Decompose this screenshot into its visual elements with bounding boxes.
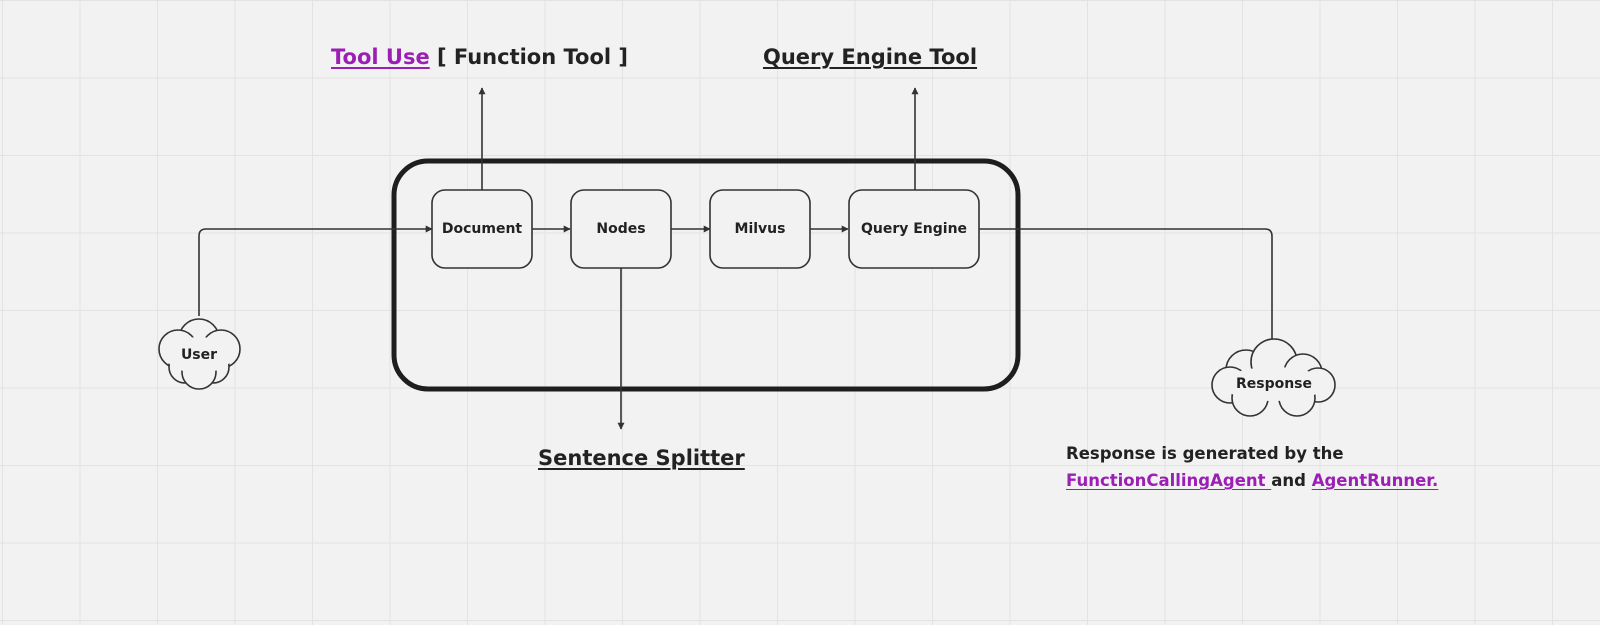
- response-note-line1: Response is generated by the: [1066, 444, 1344, 463]
- nodes-label: Nodes: [596, 221, 645, 237]
- note-and-text: and: [1271, 471, 1312, 490]
- nodes-node[interactable]: Nodes: [570, 189, 672, 269]
- milvus-node[interactable]: Milvus: [709, 189, 811, 269]
- pipeline-container: [391, 158, 1021, 392]
- query-engine-to-response-arrow: [979, 228, 1276, 346]
- query-engine-tool-heading: Query Engine Tool: [763, 45, 978, 69]
- query-engine-node[interactable]: Query Engine: [848, 189, 980, 269]
- response-note: Response is generated by the FunctionCal…: [1066, 440, 1438, 494]
- document-node[interactable]: Document: [431, 189, 533, 269]
- response-note-line2: FunctionCallingAgent and AgentRunner.: [1066, 467, 1438, 494]
- document-label: Document: [442, 221, 523, 237]
- response-label: Response: [1236, 376, 1312, 392]
- user-to-document-arrow: [198, 225, 433, 316]
- sentence-splitter-heading: Sentence Splitter: [538, 446, 745, 470]
- agent-runner-link[interactable]: AgentRunner.: [1311, 471, 1439, 490]
- tool-use-link[interactable]: Tool Use: [331, 45, 430, 69]
- query-engine-label: Query Engine: [861, 221, 967, 237]
- milvus-label: Milvus: [735, 221, 786, 237]
- user-label: User: [181, 347, 217, 363]
- tool-use-heading: Tool Use [ Function Tool ]: [331, 45, 628, 69]
- function-tool-text: [ Function Tool ]: [429, 45, 628, 69]
- user-cloud[interactable]: User: [158, 318, 241, 390]
- response-cloud[interactable]: Response: [1211, 338, 1336, 417]
- function-calling-agent-link[interactable]: FunctionCallingAgent: [1066, 471, 1272, 490]
